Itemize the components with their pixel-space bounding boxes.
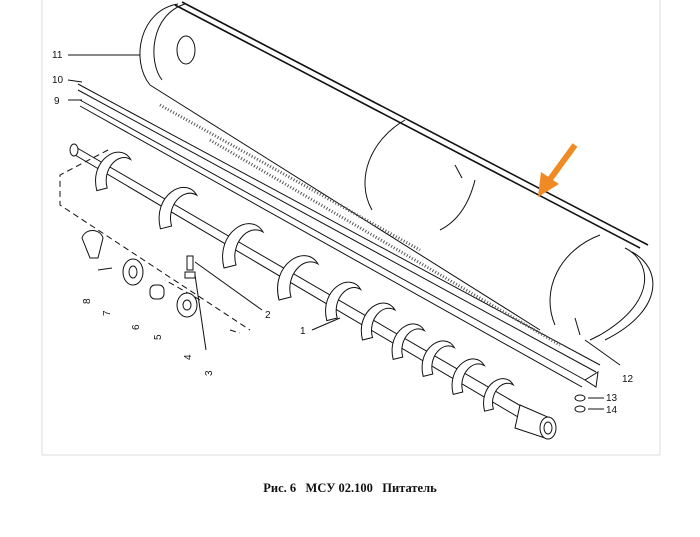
label-9: 9 bbox=[54, 96, 60, 107]
auger-flight bbox=[451, 358, 486, 396]
nut-part-14 bbox=[574, 405, 586, 413]
washer-part-13 bbox=[574, 394, 586, 402]
auger-flight bbox=[277, 255, 320, 301]
label-13: 13 bbox=[606, 393, 618, 404]
caption-code: МСУ 02.100 bbox=[305, 481, 373, 495]
auger-flight bbox=[360, 302, 397, 341]
bolt-part-12 bbox=[574, 317, 581, 336]
auger-flight bbox=[222, 223, 265, 269]
label-11: 11 bbox=[52, 50, 63, 61]
screw-part-7 bbox=[97, 267, 113, 271]
label-14: 14 bbox=[606, 405, 618, 416]
auger-flight bbox=[421, 340, 456, 378]
auger-flight bbox=[391, 323, 426, 361]
auger-flight bbox=[325, 281, 362, 322]
label-5: 5 bbox=[153, 334, 164, 340]
hardware-group-outline bbox=[59, 149, 251, 334]
caption-figure-number: Рис. 6 bbox=[263, 481, 297, 495]
label-6: 6 bbox=[131, 324, 142, 330]
auger-flight bbox=[483, 378, 515, 412]
orange-pointer-arrow-icon bbox=[538, 143, 578, 197]
bushing-part-5 bbox=[149, 284, 165, 300]
clip-part-8 bbox=[81, 230, 104, 259]
strips bbox=[77, 83, 601, 388]
auger bbox=[69, 143, 557, 440]
auger-flight bbox=[158, 186, 199, 230]
small-parts bbox=[81, 230, 586, 413]
bearing-part-4 bbox=[176, 292, 198, 318]
label-10: 10 bbox=[52, 75, 64, 86]
auger-flight bbox=[95, 151, 132, 192]
part-labels: 11 10 9 1 2 3 4 5 6 7 8 12 13 14 bbox=[52, 50, 634, 416]
bolt-part-3 bbox=[186, 255, 194, 271]
caption-title: Питатель bbox=[382, 481, 437, 495]
label-8: 8 bbox=[82, 298, 93, 304]
trough-cover bbox=[139, 1, 654, 341]
label-12: 12 bbox=[622, 374, 634, 385]
figure-caption: Рис. 6 МСУ 02.100 Питатель bbox=[0, 481, 700, 496]
label-4: 4 bbox=[183, 354, 194, 360]
label-3: 3 bbox=[204, 370, 215, 376]
label-1: 1 bbox=[300, 326, 306, 337]
label-2: 2 bbox=[265, 310, 271, 321]
label-7: 7 bbox=[102, 310, 113, 316]
bracket-part-6 bbox=[122, 258, 144, 286]
